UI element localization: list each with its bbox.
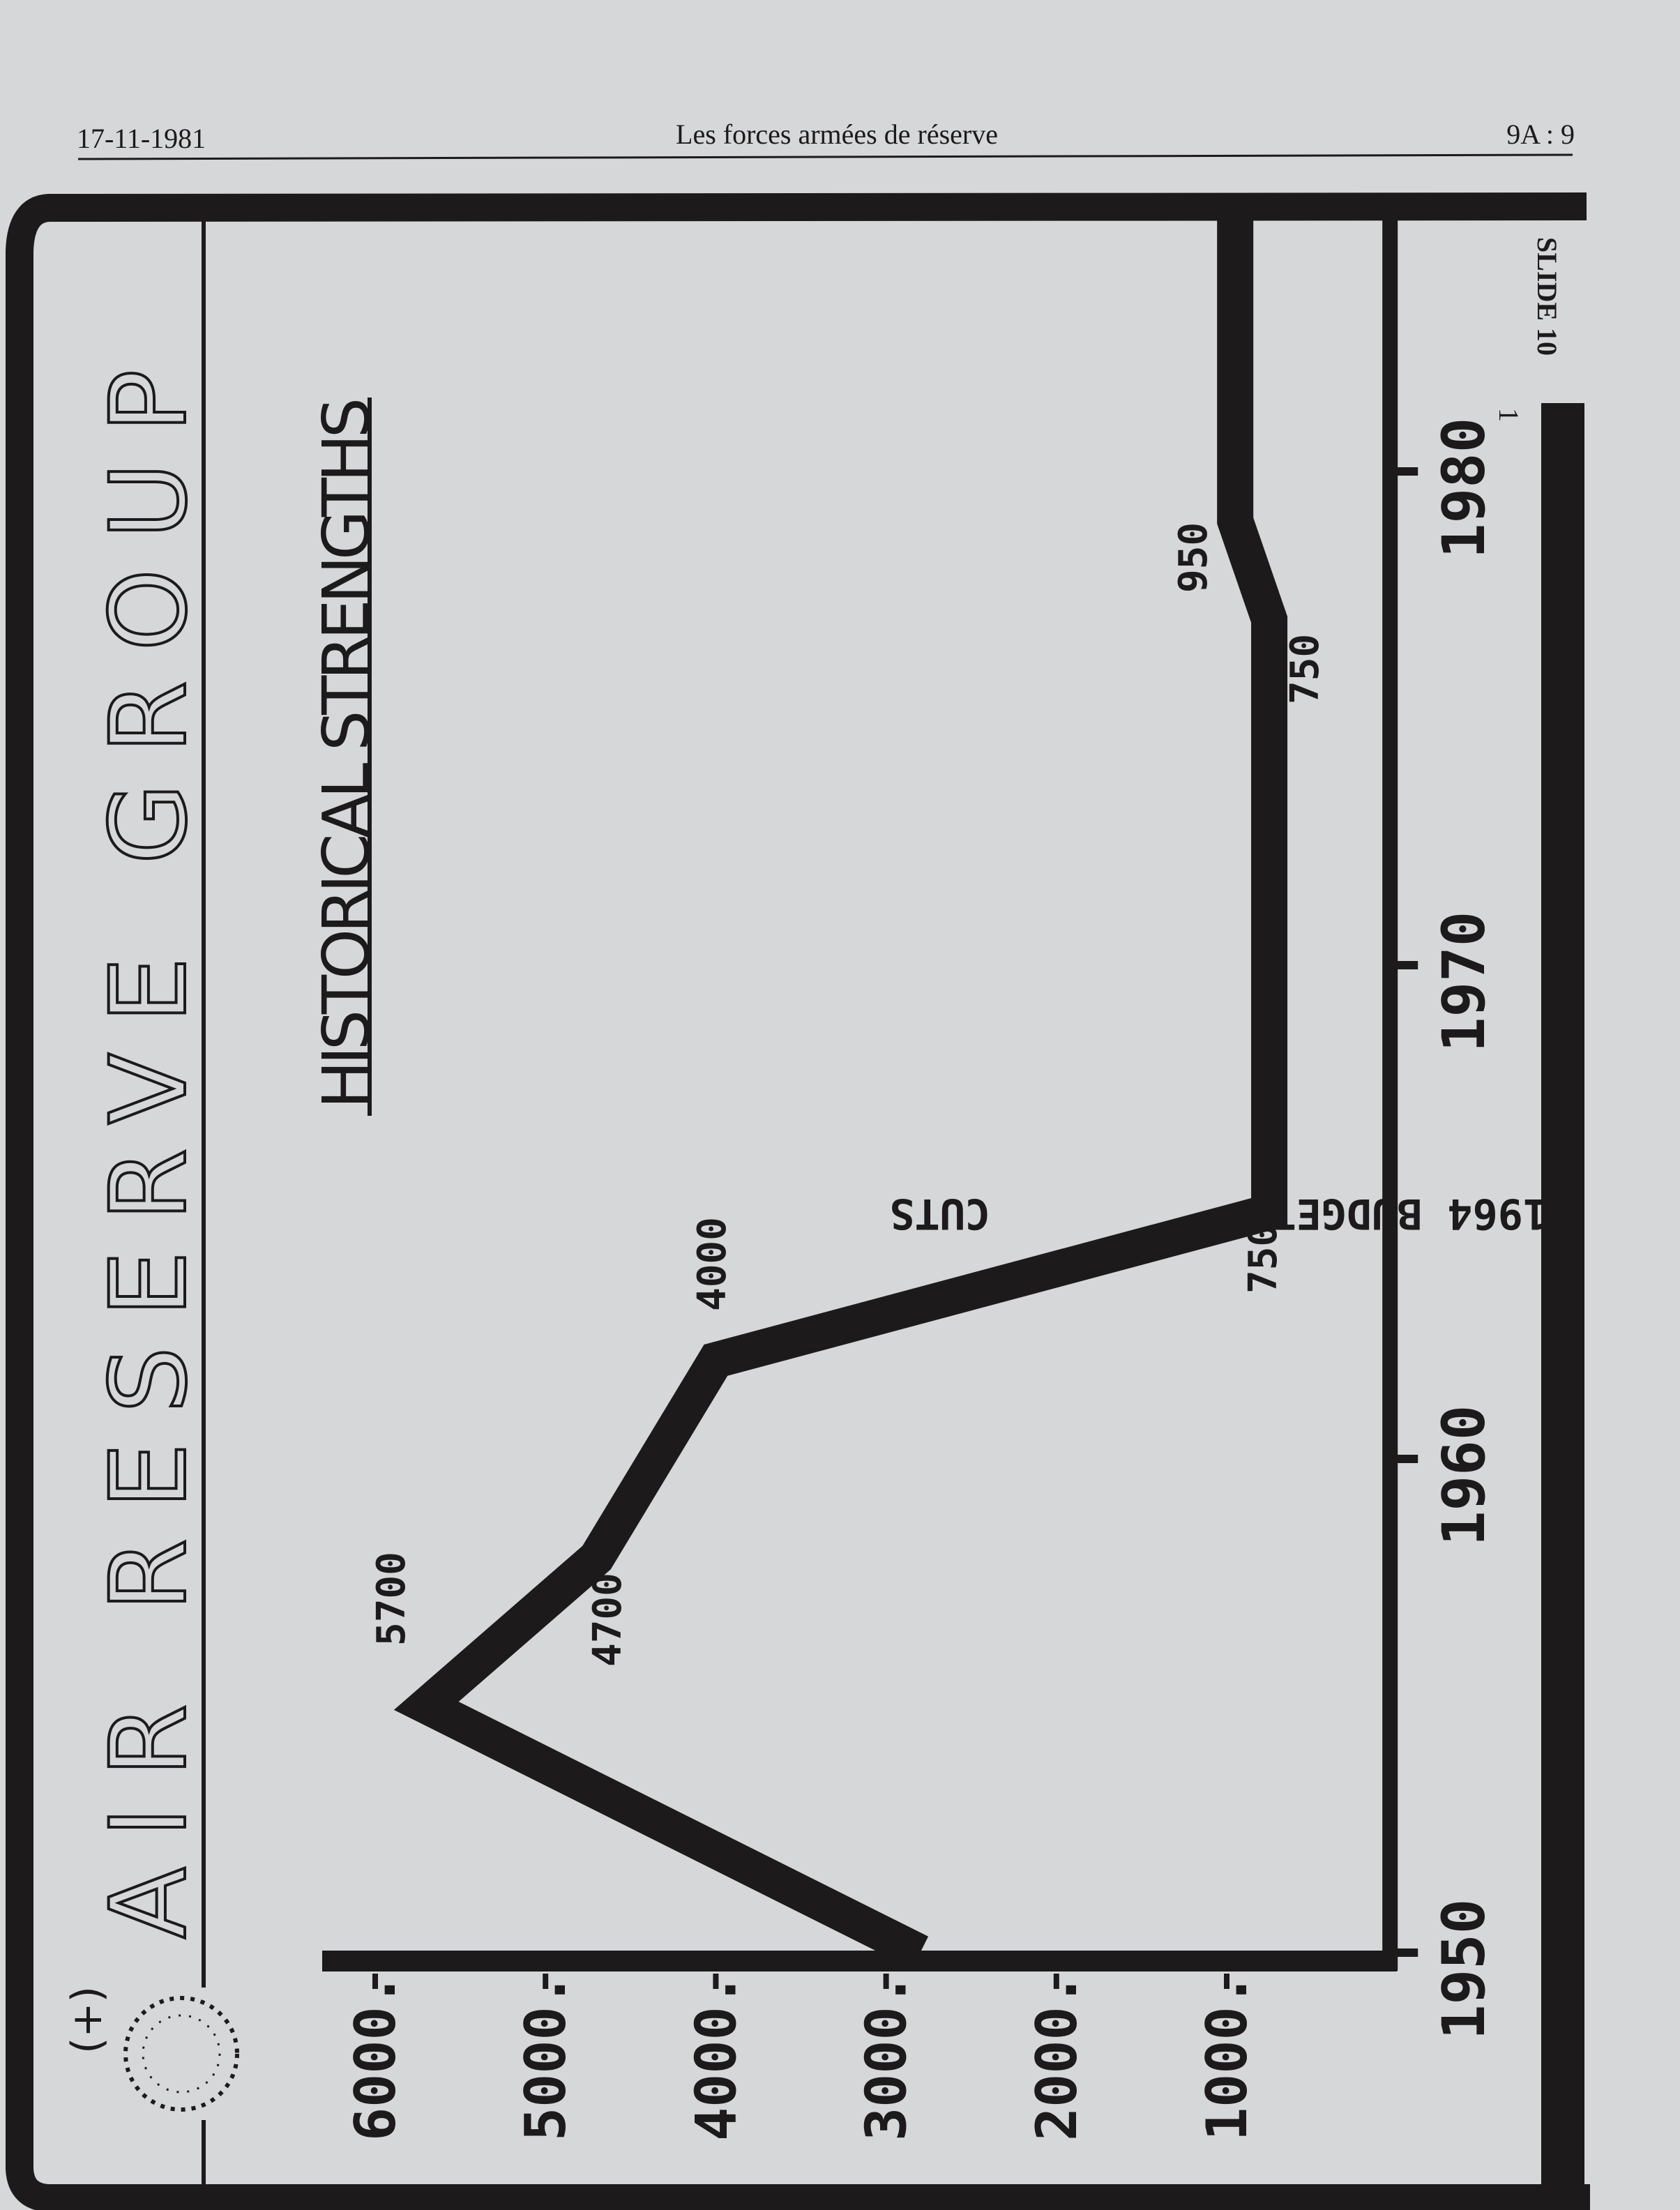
y-tick-label: 2000. — [1024, 1973, 1089, 2141]
data-label-750: 750 — [1282, 634, 1328, 704]
annotation-cuts: CUTS — [890, 1189, 991, 1238]
slide-mark: 1 — [1493, 408, 1524, 422]
header-page-number: 9A : 9 — [1506, 119, 1575, 150]
data-label-950: 950 — [1171, 522, 1216, 593]
data-label-750-budget: 750 — [1241, 1223, 1286, 1294]
x-tick-label: 1950 — [1430, 1899, 1498, 2040]
header-rule — [77, 153, 1573, 160]
x-tick-label: 1980 — [1430, 418, 1498, 559]
slide-frame — [5, 192, 1590, 2210]
slide-frame-right-bar — [1541, 403, 1584, 2199]
y-tick-label: 4000. — [683, 1973, 748, 2141]
slide-label: SLIDE 10 — [1531, 237, 1563, 356]
y-tick-label: 3000. — [854, 1973, 919, 2141]
data-label-4700: 4700 — [585, 1573, 630, 1667]
x-tick-label: 1970 — [1430, 911, 1498, 1052]
header-title: Les forces armées de réserve — [676, 119, 998, 150]
header-date: 17-11-1981 — [77, 123, 206, 154]
slide-subtitle: HISTORICAL STRENGTHS — [309, 398, 384, 1109]
data-label-4000: 4000 — [690, 1217, 735, 1311]
strength-series-line — [393, 216, 1288, 1969]
x-tick-label: 1960 — [1430, 1405, 1498, 1546]
data-label-5700: 5700 — [369, 1552, 414, 1646]
y-tick-label: 6000. — [343, 1973, 408, 2141]
y-tick-label: 1000. — [1195, 1973, 1259, 2141]
slide-title: AIR RESERVE GROUP — [89, 370, 210, 1939]
svg-text:(+): (+) — [63, 1986, 112, 2054]
historical-strengths-chart: 6000.5000.4000.3000.2000.1000. 195019601… — [322, 209, 1548, 2141]
official-stamp-icon: (+) — [63, 1986, 239, 2112]
y-tick-label: 5000. — [513, 1973, 578, 2141]
annotation-1964-budget: 1964 BUDGET — [1271, 1189, 1548, 1238]
